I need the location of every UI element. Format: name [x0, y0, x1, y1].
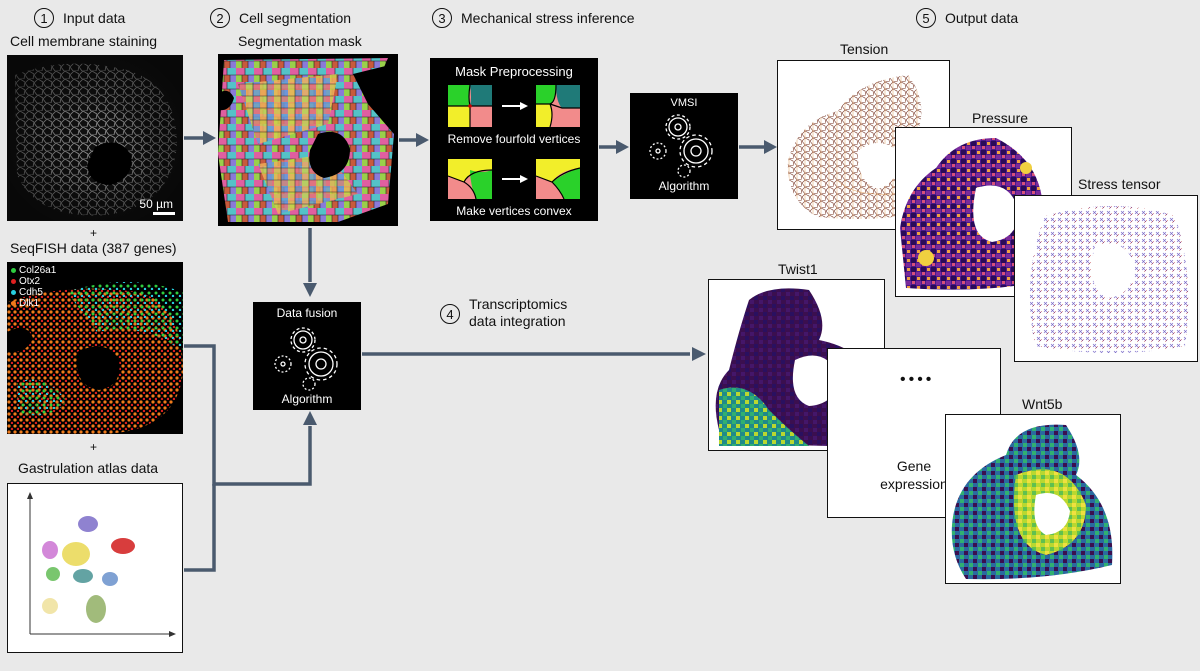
step-2-header: 2 Cell segmentation	[210, 8, 351, 28]
legend-dot	[11, 279, 16, 284]
wnt5b-map	[945, 414, 1121, 584]
arrow-atlas-to-fusion	[184, 484, 216, 572]
vmsi-panel: VMSI Algorithm	[630, 93, 738, 199]
fusion-caption: Algorithm	[281, 392, 333, 406]
atlas-title: Gastrulation atlas data	[18, 460, 159, 476]
legend-item: Dlk1	[11, 298, 56, 309]
pressure-title: Pressure	[972, 110, 1029, 126]
twist1-title: Twist1	[778, 261, 818, 277]
step-label: Mechanical stress inference	[461, 10, 635, 26]
umap-plot	[27, 492, 176, 637]
atlas-umap-panel	[7, 483, 183, 653]
scale-bar-label: 50 µm	[139, 197, 173, 211]
legend-item: Otx2	[11, 276, 56, 287]
step-1-header: 1 Input data	[34, 8, 125, 28]
segmentation-mask-image	[218, 54, 398, 226]
gene-expression-label: Gene expression	[828, 457, 1000, 493]
seqfish-legend: Col26a1 Otx2 Cdh5 Dlk1	[11, 265, 56, 309]
step-label: Cell segmentation	[239, 10, 352, 26]
seqfish-image: Col26a1 Otx2 Cdh5 Dlk1	[7, 262, 183, 434]
wnt5b-texture	[951, 424, 1113, 580]
fourfold-before-icon	[448, 84, 492, 127]
step-3-header: 3 Mechanical stress inference	[432, 8, 635, 28]
step-number: 2	[210, 8, 230, 28]
seqfish-texture	[7, 262, 183, 434]
step-number: 4	[440, 304, 460, 324]
plus-sign-2: +	[90, 440, 98, 454]
step-label-line1: Transcriptomics	[469, 296, 568, 312]
tension-title: Tension	[840, 41, 889, 57]
preprocessing-illustrations	[447, 84, 581, 200]
legend-dot	[11, 301, 16, 306]
preprocessing-step2: Make vertices convex	[456, 204, 572, 218]
membrane-title: Cell membrane staining	[10, 33, 158, 49]
plus-sign-1: +	[90, 226, 98, 240]
legend-label: Cdh5	[19, 287, 43, 298]
stress-texture	[1029, 206, 1189, 353]
seqfish-title: SeqFISH data (387 genes)	[10, 240, 177, 256]
step-number: 3	[432, 8, 452, 28]
preprocessing-step1: Remove fourfold vertices	[447, 132, 581, 146]
convex-after-icon	[535, 159, 581, 200]
gears-icon	[649, 114, 713, 178]
data-fusion-panel: Data fusion Algorithm	[253, 302, 361, 410]
step-number: 5	[916, 8, 936, 28]
step-label: Output data	[945, 10, 1019, 26]
fourfold-after-icon	[536, 84, 580, 128]
fusion-title: Data fusion	[276, 306, 338, 320]
step-label-line2: data integration	[469, 313, 566, 329]
step-4-header: 4 Transcriptomics data integration	[440, 296, 567, 330]
segmentation-title: Segmentation mask	[238, 33, 362, 49]
vmsi-title: VMSI	[670, 97, 698, 109]
legend-item: Col26a1	[11, 265, 56, 276]
gene-label-line2: expression	[880, 476, 948, 492]
legend-label: Col26a1	[19, 265, 57, 276]
step-5-header: 5 Output data	[916, 8, 1018, 28]
legend-label: Dlk1	[19, 298, 40, 309]
stress-tensor-map	[1014, 195, 1198, 362]
ellipsis-dots: ••••	[900, 371, 935, 388]
gene-label-line1: Gene	[896, 458, 932, 474]
legend-item: Cdh5	[11, 287, 56, 298]
preprocessing-title: Mask Preprocessing	[455, 64, 573, 79]
step-label: Input data	[63, 10, 126, 26]
vmsi-caption: Algorithm	[658, 179, 710, 193]
membrane-texture	[7, 55, 183, 221]
membrane-image: 50 µm	[7, 55, 183, 221]
step-number: 1	[34, 8, 54, 28]
legend-dot	[11, 290, 16, 295]
legend-dot	[11, 268, 16, 273]
legend-label: Otx2	[19, 276, 41, 287]
mask-preprocessing-panel: Mask Preprocessing	[430, 58, 598, 221]
convex-before-icon	[447, 159, 493, 200]
wnt5b-title: Wnt5b	[1022, 396, 1063, 412]
stress-tensor-title: Stress tensor	[1078, 176, 1161, 192]
segmentation-texture	[218, 54, 398, 226]
